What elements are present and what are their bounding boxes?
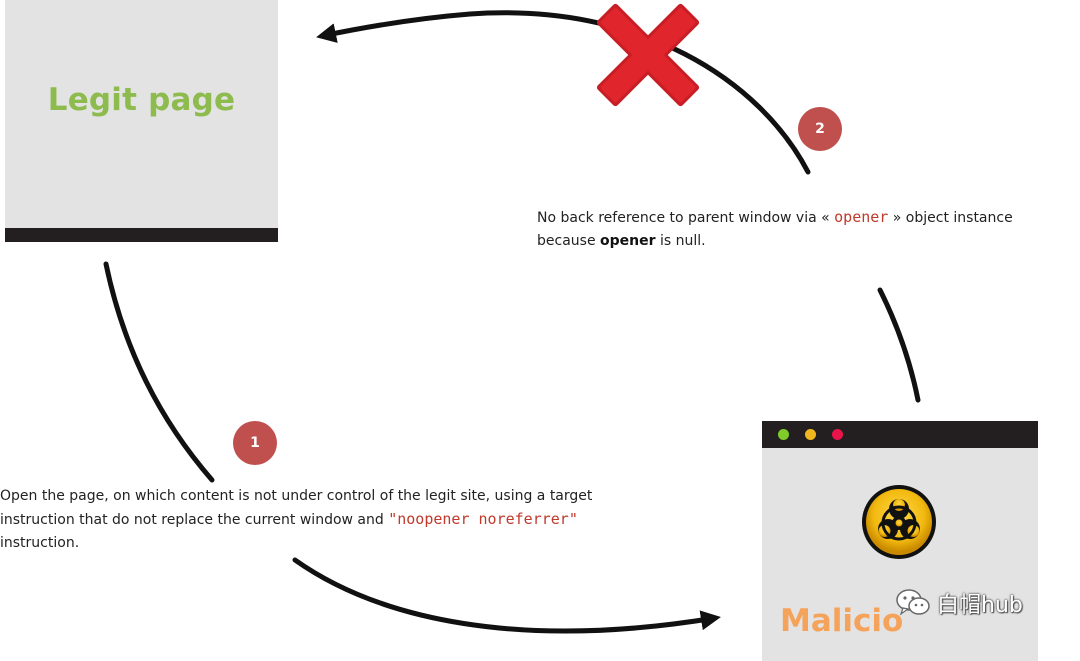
step-1-description: Open the page, on which content is not u… — [0, 485, 592, 555]
cross-icon — [596, 3, 700, 107]
malicious-page-title-bar — [762, 421, 1038, 448]
back-reference-arrow — [316, 10, 811, 175]
step-1-line-2: instruction that do not replace the curr… — [0, 510, 578, 528]
step-2-line-2: because opener is null. — [537, 233, 706, 249]
noopener-code: "noopener noreferrer" — [388, 510, 578, 528]
step-2-badge: 2 — [798, 107, 842, 151]
malicious-page-window: Malicio — [762, 421, 1038, 661]
legit-page-bottom-bar — [5, 228, 278, 242]
step-2-line-1: No back reference to parent window via «… — [537, 208, 1013, 226]
wechat-icon — [896, 589, 930, 616]
window-dot-red — [832, 429, 843, 440]
window-dot-yellow — [805, 429, 816, 440]
legit-page-body — [5, 0, 278, 228]
watermark: 白帽hub — [895, 583, 1023, 623]
malicious-page-title: Malicio — [780, 603, 904, 639]
opener-bold: opener — [600, 233, 656, 249]
biohazard-icon — [862, 485, 936, 559]
step-1-line-3: instruction. — [0, 535, 80, 551]
watermark-text: 白帽hub — [937, 593, 1023, 618]
opener-code: opener — [834, 208, 889, 226]
back-reference-arrow-lower — [877, 287, 921, 403]
open-page-arrow — [292, 557, 721, 634]
open-page-arrow-upper — [103, 261, 215, 483]
legit-page-window: Legit page — [5, 0, 278, 242]
legit-page-title: Legit page — [47, 82, 236, 118]
malicious-page-body: Malicio — [762, 448, 1038, 661]
window-dot-green — [778, 429, 789, 440]
step-2-description: No back reference to parent window via «… — [537, 206, 1013, 253]
step-1-badge: 1 — [233, 421, 277, 465]
step-1-line-1: Open the page, on which content is not u… — [0, 488, 593, 504]
